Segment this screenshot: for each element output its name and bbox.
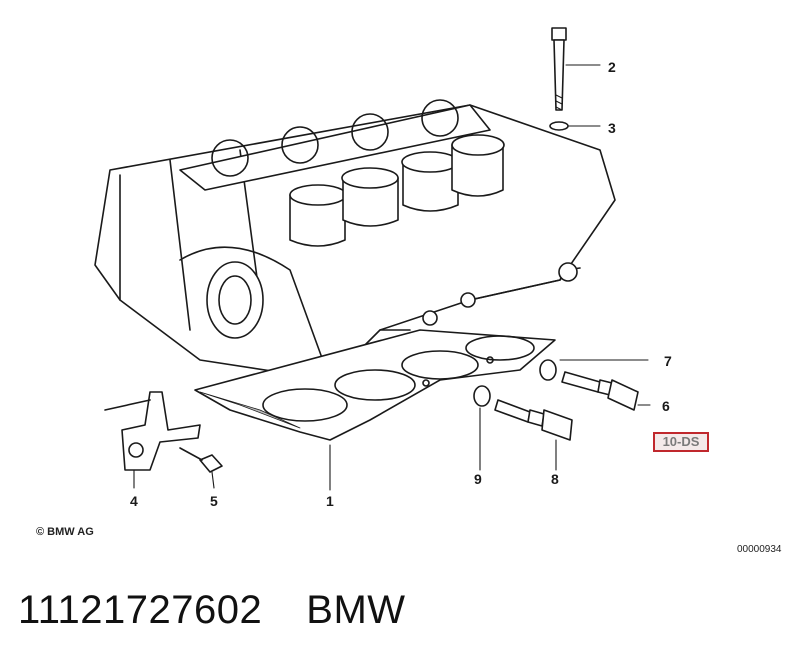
bracket [104, 391, 201, 471]
figure-id: 00000934 [737, 544, 782, 555]
callout-1: 1 [326, 493, 334, 509]
bracket-screw [179, 447, 223, 473]
sealing-ring-9 [473, 385, 491, 407]
callout-8: 8 [551, 471, 559, 487]
callout-5: 5 [210, 493, 218, 509]
exploded-parts-diagram: 2 3 7 6 4 5 1 9 8 [94, 27, 672, 509]
diagram-badge: 10-DS [653, 432, 709, 452]
callout-6: 6 [662, 398, 670, 414]
callout-3: 3 [608, 120, 616, 136]
cylinder-head [94, 99, 616, 381]
cylinder-head-bolt [551, 27, 567, 111]
brand-name: BMW [306, 588, 406, 632]
head-gasket [194, 329, 556, 441]
callout-7: 7 [664, 353, 672, 369]
sealing-ring-7 [539, 359, 557, 381]
washer [549, 121, 569, 131]
callout-9: 9 [474, 471, 482, 487]
callout-4: 4 [130, 493, 138, 509]
part-number: 11121727602 [18, 588, 263, 632]
part-caption: 11121727602 BMW [18, 588, 406, 633]
temperature-sensor-6 [561, 371, 639, 411]
temperature-sensor-8 [494, 399, 573, 441]
copyright-text: © BMW AG [36, 526, 94, 538]
callout-2: 2 [608, 59, 616, 75]
